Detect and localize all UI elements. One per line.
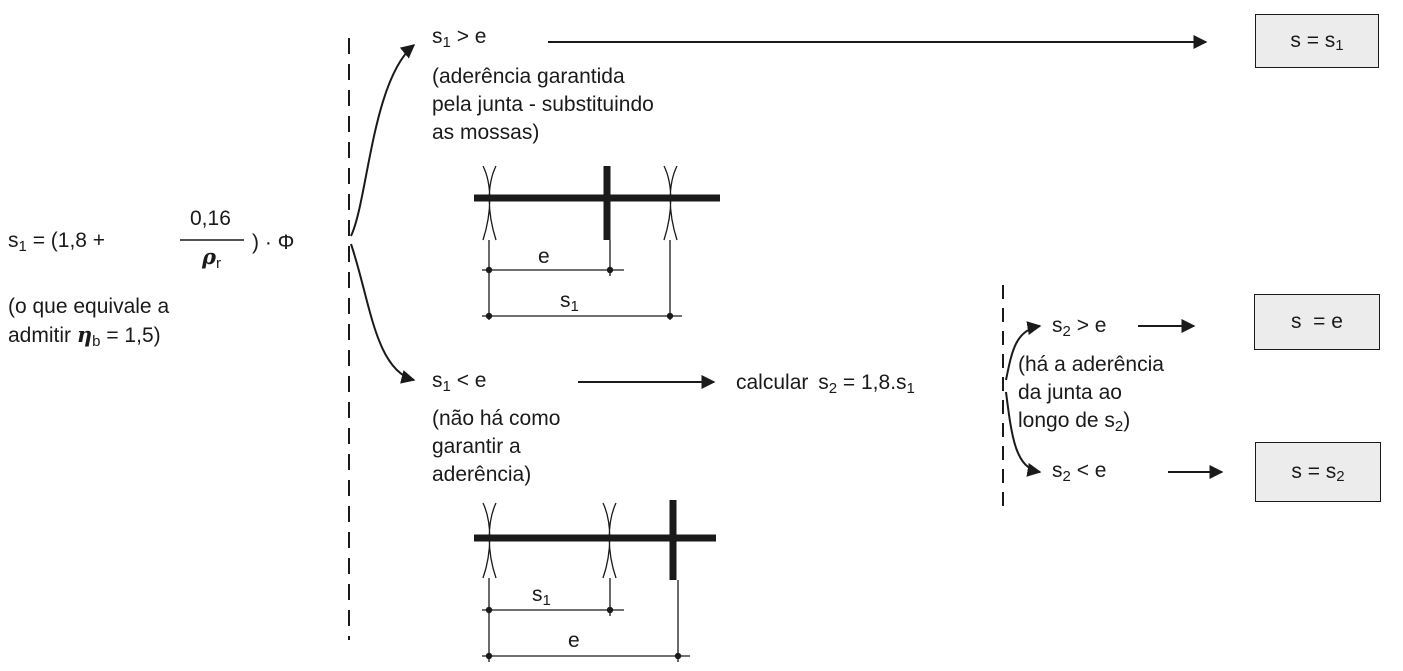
branch3-condition-gt: s2 > e [1052,314,1107,340]
branch1-desc-3: as mossas) [432,121,540,144]
note-line-1: (o que equivale a [8,295,170,318]
calcular-label: calcular s2 = 1,8.s1 [736,371,915,397]
branch1-desc-2: pela junta - substituindo [432,93,654,116]
branch3-desc-3: longo de s2) [1018,409,1131,435]
branch2-condition: s1 < e [432,369,487,395]
branch1-condition: s1 > e [432,25,487,51]
branch2-desc-1: (não há como [432,407,561,430]
formula-close: ) · Φ [252,231,295,254]
branch1-dim-s1: s1 [560,289,579,315]
branch3-condition-lt: s2 < e [1052,459,1107,485]
branch-arrow-s2-lt [1005,391,1042,477]
branch-arrow-down [350,243,416,384]
formula-lhs: s1 = (1,8 + [8,229,106,255]
note-line-2: admitir ηb = 1,5) [8,322,161,350]
schematic-s1-gt-e [474,165,720,320]
branch1-dim-e: e [538,245,550,268]
branch2-dim-s1: s1 [532,583,551,609]
branch2-dim-e: e [568,629,580,652]
branch3-desc-2: da junta ao [1018,381,1122,404]
branch-arrow-s2-gt [1005,321,1042,381]
formula-denominator: ρr [202,244,221,272]
result-box-s-eq-e: s = e [1254,294,1380,350]
formula-numerator: 0,16 [190,207,231,230]
branch2-desc-2: garantir a [432,435,521,458]
branch2-desc-3: aderência) [432,463,532,486]
branch-arrow-up [350,44,416,237]
branch1-desc-1: (aderência garantida [432,65,625,88]
schematic-s1-lt-e [474,500,716,662]
branch3-desc-1: (há a aderência [1018,353,1164,376]
